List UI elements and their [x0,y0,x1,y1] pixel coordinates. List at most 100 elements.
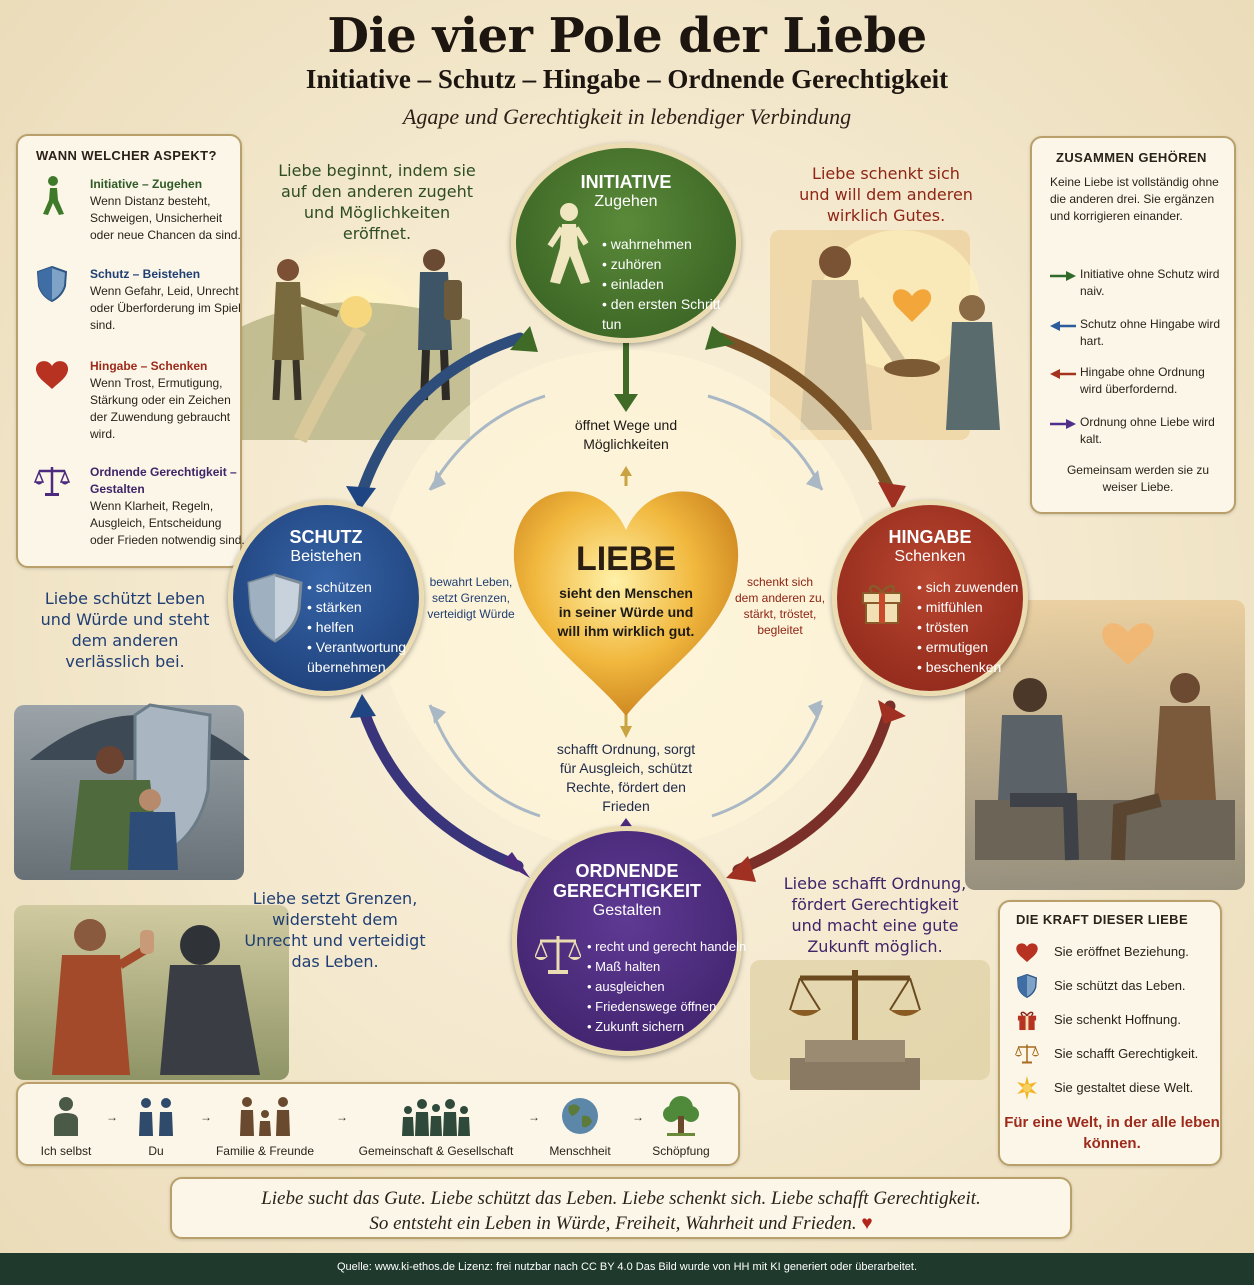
ring-arc-hingabe-ordnung [732,700,896,876]
tree-icon [644,1092,718,1136]
scales-icon [32,464,72,504]
power-item-gerechtigkeit: Sie schafft Gerechtigkeit. [1014,1042,1214,1066]
shield-icon [1014,974,1040,998]
grenzen-scene [14,905,289,1080]
small-heart-icon: ♥ [861,1213,873,1234]
arrow-purple-icon [1050,419,1076,429]
power-of-love-closing: Für eine Welt, in der alle leben können. [1004,1114,1220,1152]
gespraech-scene [965,600,1245,890]
power-item-welt: Sie gestaltet diese Welt. [1014,1076,1214,1100]
power-item-beziehung: Sie eröffnet Beziehung. [1014,940,1214,964]
ring-arrow-icon: → [200,1110,212,1124]
node-ordnung[interactable]: ORDNENDE GERECHTIGKEIT Gestalten recht u… [512,826,746,1056]
shield-icon [32,266,72,306]
family-icon [210,1092,320,1136]
motto-line-1: Liebe sucht das Gute. Liebe schützt das … [261,1188,981,1209]
arrow-blue-icon [1050,321,1076,331]
scales-icon [535,936,581,974]
page-title: Die vier Pole der Liebe [327,8,927,64]
single-person-icon [36,1092,96,1136]
power-item-leben: Sie schützt das Leben. [1014,974,1214,998]
scenes-background [14,230,1245,1090]
bowl-icon [884,359,940,377]
walking-figure-icon [547,203,590,284]
ring-item-familie: Familie & Freunde [210,1092,320,1158]
power-item-hoffnung: Sie schenkt Hoffnung. [1014,1008,1214,1032]
caption-grenzen: Liebe setzt Grenzen, widersteht dem Unre… [244,889,426,971]
arrow-down-initiative [614,394,638,412]
belong-together-intro: Keine Liebe ist vollständig ohne die and… [1050,175,1219,223]
motto-box: Liebe sucht das Gute. Liebe schützt das … [170,1177,1072,1239]
label-oeffnet-wege: öffnet Wege und Möglichkeiten [574,417,678,452]
inner-ring [428,394,824,818]
schutz-scene [14,703,250,880]
ring-arrow-icon: → [632,1110,644,1124]
two-persons-icon [128,1092,184,1136]
center-text: sieht den Menschen in seiner Würde und w… [557,585,695,639]
woman-stop-figure-icon [52,919,154,1075]
ring-arc-ordnung-schutz [356,700,524,872]
community-icon [348,1092,524,1136]
ring-item-du: Du [128,1092,184,1158]
node-schutz[interactable]: SCHUTZ Beistehen schützen stärken helfen… [228,500,424,696]
aggressor-figure-icon [160,925,260,1075]
caption-schutz: Liebe schützt Leben und Würde und steht … [40,589,210,671]
ordnung-scene [750,960,990,1090]
rule-ordnung: Ordnung ohne Liebe wird kalt. [1080,415,1215,446]
scales-icon [1014,1042,1040,1066]
woman-figure-icon [272,259,340,401]
hingabe-scene [770,230,1000,440]
ring-arrow-icon: → [106,1110,118,1124]
ring-arrow-icon: → [528,1110,540,1124]
page-subtitle: Initiative – Schutz – Hingabe – Ordnende… [305,64,949,94]
globe-icon [538,1092,622,1136]
young-woman-figure-icon [1111,673,1216,861]
node-hingabe[interactable]: HINGABE Schenken sich zuwenden mitfühlen… [832,500,1028,696]
aspect-guide-panel: WANN WELCHER ASPEKT? Initiative – Zugehe… [16,134,245,568]
receiver-figure-icon [946,295,1000,430]
heart-icon [1014,940,1040,964]
ring-item-menschheit: Menschheit [538,1092,622,1158]
page-tagline: Agape und Gerechtigkeit in lebendiger Ve… [402,104,852,129]
arrow-red-icon [1050,369,1076,379]
ring-arrow-icon: → [336,1110,348,1124]
gift-icon [1014,1008,1040,1032]
node-initiative[interactable]: INITIATIVE Zugehen wahrnehmen zuhören ei… [511,143,741,343]
inner-ring-arrowheads [432,470,822,724]
circles-of-love-panel: Ich selbst → Du → Familie & Freunde → Ge… [16,1082,740,1166]
license-footer: Quelle: www.ki-ethos.de Lizenz: frei nut… [0,1253,1254,1285]
arrow-green-icon [1050,271,1076,281]
ring-arc-initiative-hingabe [714,332,899,503]
label-schafft-ordnung: schafft Ordnung, sorgt für Ausgleich, sc… [556,741,696,814]
gift-icon [862,584,902,624]
ring-item-schoepfung: Schöpfung [644,1092,718,1158]
label-bewahrt-leben: bewahrt Leben, setzt Grenzen, verteidigt… [427,575,515,621]
ring-arc-schutz-initiative [354,332,526,504]
rule-initiative: Initiative ohne Schutz wird naiv. [1080,267,1220,298]
motto-line-2: So entsteht ein Leben in Würde, Freiheit… [369,1213,857,1234]
scales-monument-icon [789,970,921,1090]
power-of-love-panel: DIE KRAFT DIESER LIEBE Sie eröffnet Bezi… [998,900,1222,1166]
walking-person-icon [32,176,72,216]
heart-icon [32,358,72,398]
shield-icon [247,573,303,643]
glowing-heart-icon [892,289,932,322]
caption-hingabe: Liebe schenkt sich und will dem anderen … [799,164,973,225]
cycle-ring [354,332,899,876]
belong-together-panel: ZUSAMMEN GEHÖREN Keine Liebe ist vollstä… [1030,136,1236,514]
ring-item-ich-selbst: Ich selbst [36,1092,96,1158]
caption-ordnung: Liebe schafft Ordnung, fördert Gerechtig… [783,874,967,956]
young-man-figure-icon [998,678,1079,861]
rule-hingabe: Hingabe ohne Ordnung wird überfordernd. [1080,365,1205,396]
sun-icon [1014,1076,1040,1100]
belong-together-closing: Gemeinsam werden sie zu weiser Liebe. [1066,463,1210,494]
man-figure-icon [418,249,462,401]
initiative-scene [235,230,470,444]
ring-item-gemeinschaft: Gemeinschaft & Gesellschaft [348,1092,524,1158]
center-heart-icon [513,491,739,716]
aspect-guide-title: WANN WELCHER ASPEKT? [36,148,217,163]
center-title: LIEBE [575,540,677,578]
belong-together-title: ZUSAMMEN GEHÖREN [1056,150,1207,165]
rule-schutz: Schutz ohne Hingabe wird hart. [1080,317,1221,348]
label-schenkt-sich: schenkt sich dem anderen zu, stärkt, trö… [734,575,826,637]
